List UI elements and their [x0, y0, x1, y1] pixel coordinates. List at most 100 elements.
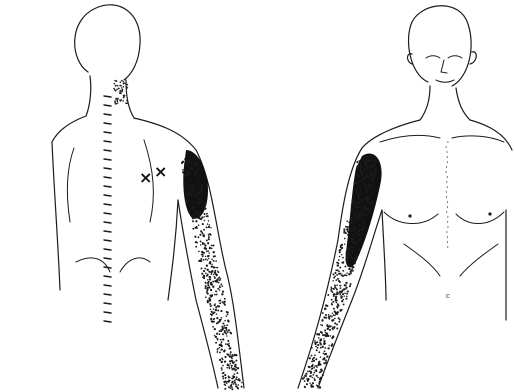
- back-arm-dot: [209, 262, 211, 264]
- front-arm-dot: [346, 259, 348, 261]
- front-arm-dot: [314, 354, 316, 356]
- back-arm-dot: [241, 382, 242, 383]
- front-arm-dot: [331, 290, 333, 292]
- back-arm-dot: [200, 230, 202, 232]
- front-arm-dot: [316, 349, 318, 351]
- spine-dash: [104, 321, 111, 322]
- front-arm-dot: [331, 299, 333, 301]
- back-arm-dot: [203, 234, 205, 236]
- front-arm-dot: [364, 161, 366, 163]
- back-arm-dot: [206, 239, 208, 241]
- back-arm-dot: [189, 210, 191, 212]
- back-arm-dot: [219, 319, 221, 321]
- back-arm-dot: [219, 302, 221, 304]
- back-arm-dot: [208, 236, 210, 238]
- spine-dash: [104, 96, 111, 97]
- front-arm-dot: [305, 375, 307, 377]
- front-arm-dot: [354, 205, 356, 207]
- front-arm-dot: [327, 294, 329, 296]
- sternum-dot: [446, 151, 447, 152]
- front-arm-dot: [367, 169, 369, 171]
- back-arm-dot: [194, 164, 196, 166]
- back-arm-dot: [185, 183, 186, 184]
- back-arm-dot: [200, 211, 202, 213]
- trigger-point-x-1: ×: [139, 168, 152, 187]
- back-neck-right: [126, 80, 134, 118]
- front-clavicle-right: [452, 136, 504, 142]
- front-arm-dot: [317, 344, 319, 346]
- front-arm-dot: [347, 234, 349, 236]
- front-arm-dot: [319, 363, 321, 365]
- front-arm-dot: [344, 266, 346, 268]
- front-nose: [441, 60, 447, 73]
- back-arm-dot: [198, 251, 200, 253]
- back-arm-dot: [205, 272, 207, 274]
- spine-dash: [104, 249, 111, 250]
- front-arm-dot: [345, 226, 347, 228]
- sternum-dot: [446, 196, 447, 197]
- back-arm-dot: [208, 255, 209, 256]
- back-arm-dot: [213, 308, 215, 310]
- spine-dash: [104, 177, 111, 178]
- back-arm-dot: [204, 220, 206, 222]
- back-shoulder-left: [52, 116, 86, 142]
- back-arm-dot: [207, 269, 209, 271]
- front-arm-dot: [320, 347, 322, 349]
- back-arm-dot: [229, 380, 230, 381]
- front-arm-dot: [357, 165, 359, 167]
- front-arm-dot: [351, 200, 353, 202]
- front-arm-dot: [326, 355, 328, 357]
- sternum-dot: [447, 201, 448, 202]
- neck-dot: [118, 88, 120, 90]
- back-arm-dot: [241, 386, 243, 388]
- spine-dash: [104, 114, 111, 115]
- front-arm-dot: [374, 170, 376, 172]
- front-arm-dot: [351, 204, 353, 206]
- back-arm-dot: [208, 298, 210, 300]
- back-arm-dot: [215, 309, 217, 311]
- back-arm-dot: [183, 174, 185, 176]
- front-arm-dot: [328, 326, 330, 328]
- back-arm-dot: [202, 255, 203, 256]
- front-arm-dot: [359, 214, 361, 216]
- spine-dash: [104, 150, 111, 151]
- back-arm-dot: [192, 217, 194, 219]
- back-arm-dot: [197, 162, 198, 163]
- front-arm-dot: [362, 199, 364, 201]
- back-arm-dot: [201, 251, 203, 253]
- front-arm-dot: [319, 381, 321, 383]
- back-neck-left: [86, 76, 91, 116]
- front-arm-dot: [371, 185, 373, 187]
- front-arm-dot: [358, 224, 360, 226]
- back-arm-dot: [197, 206, 198, 207]
- back-arm-dot: [204, 243, 206, 245]
- sternum-dot: [447, 236, 448, 237]
- back-arm-dot: [231, 365, 233, 367]
- front-arm-dot: [337, 307, 339, 309]
- front-arm-dot: [356, 191, 358, 193]
- neck-dot: [119, 91, 121, 93]
- back-arm-dot: [208, 281, 210, 283]
- front-arm-dot: [360, 168, 362, 170]
- front-arm-dot: [333, 327, 335, 329]
- back-arm-dot: [202, 192, 204, 194]
- front-arm-dot: [367, 166, 369, 168]
- back-arm-dot: [197, 236, 199, 238]
- back-arm-dot: [206, 250, 208, 252]
- back-arm-dot: [226, 324, 228, 326]
- front-arm-dot: [352, 266, 354, 268]
- back-arm-dot: [219, 359, 221, 361]
- front-arm-dot: [314, 372, 316, 374]
- back-arm-dot: [224, 356, 226, 358]
- front-arm-dot: [358, 197, 360, 199]
- spine-dash: [104, 213, 111, 214]
- back-arm-dot: [189, 194, 191, 196]
- front-arm-dot: [341, 295, 343, 297]
- neck-dot: [123, 96, 125, 98]
- front-arm-dot: [318, 351, 320, 353]
- back-arm-dot: [204, 247, 206, 249]
- back-arm-dot: [220, 283, 222, 285]
- front-arm-dot: [351, 237, 353, 239]
- back-arm-dot: [188, 184, 190, 186]
